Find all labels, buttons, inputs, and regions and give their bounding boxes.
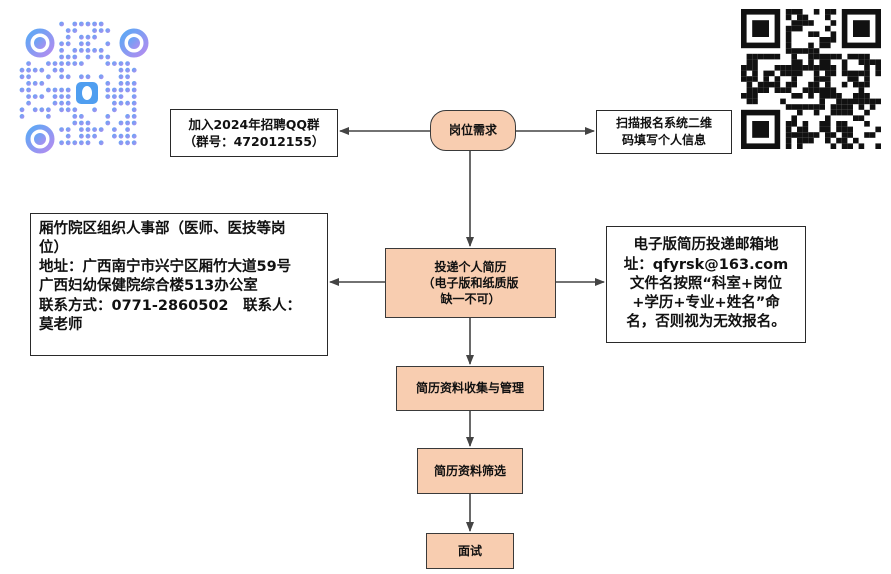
- email-line-5: 名，否则视为无效报名。: [626, 314, 786, 331]
- collect-manage-label: 简历资料收集与管理: [415, 381, 524, 396]
- submit-resume-node: 投递个人简历 （电子版和纸质版 缺一不可）: [385, 248, 556, 318]
- qq-group-line-2: （群号：472012155）: [183, 134, 325, 149]
- address-line-5: 联系方式：0771-2860502 联系人：: [39, 297, 301, 314]
- address-line-4: 广西妇幼保健院综合楼513办公室: [39, 278, 258, 295]
- collect-manage-node: 简历资料收集与管理: [396, 366, 544, 411]
- submit-resume-line-1: 投递个人简历: [434, 259, 507, 274]
- job-demand-label: 岗位需求: [448, 123, 497, 138]
- scan-qr-node: 扫描报名系统二维 码填写个人信息: [596, 110, 732, 154]
- email-line-3: 文件名按照“科室+岗位: [629, 275, 783, 292]
- scan-qr-line-2: 码填写个人信息: [621, 133, 706, 147]
- screen-label: 简历资料筛选: [433, 463, 506, 478]
- job-demand-node: 岗位需求: [430, 110, 516, 151]
- address-line-3: 地址：广西南宁市兴宁区厢竹大道59号: [39, 259, 292, 276]
- submit-resume-line-3: 缺一不可）: [440, 292, 501, 307]
- registration-qr-code[interactable]: [737, 4, 885, 154]
- screen-node: 简历资料筛选: [417, 448, 523, 494]
- email-line-1: 电子版简历投递邮箱地: [633, 237, 779, 254]
- address-node: 厢竹院区组织人事部（医师、医技等岗 位） 地址：广西南宁市兴宁区厢竹大道59号 …: [30, 213, 328, 356]
- address-line-1: 厢竹院区组织人事部（医师、医技等岗: [39, 221, 286, 237]
- qq-group-line-1: 加入2024年招聘QQ群: [188, 116, 320, 132]
- address-line-2: 位）: [39, 240, 68, 257]
- interview-node: 面试: [426, 533, 514, 569]
- qq-group-node: 加入2024年招聘QQ群 （群号：472012155）: [170, 109, 338, 157]
- qq-group-qr-code[interactable]: [8, 8, 158, 160]
- submit-resume-line-2: （电子版和纸质版: [422, 275, 519, 290]
- email-line-2: 址：qfyrsk@163.com: [623, 256, 789, 273]
- qq-penguin-icon: [76, 82, 98, 104]
- interview-label: 面试: [457, 543, 482, 558]
- address-line-6: 莫老师: [39, 316, 83, 333]
- email-node: 电子版简历投递邮箱地 址：qfyrsk@163.com 文件名按照“科室+岗位 …: [606, 226, 806, 343]
- email-line-4: +学历+专业+姓名”命: [632, 295, 780, 312]
- scan-qr-line-1: 扫描报名系统二维: [615, 115, 712, 130]
